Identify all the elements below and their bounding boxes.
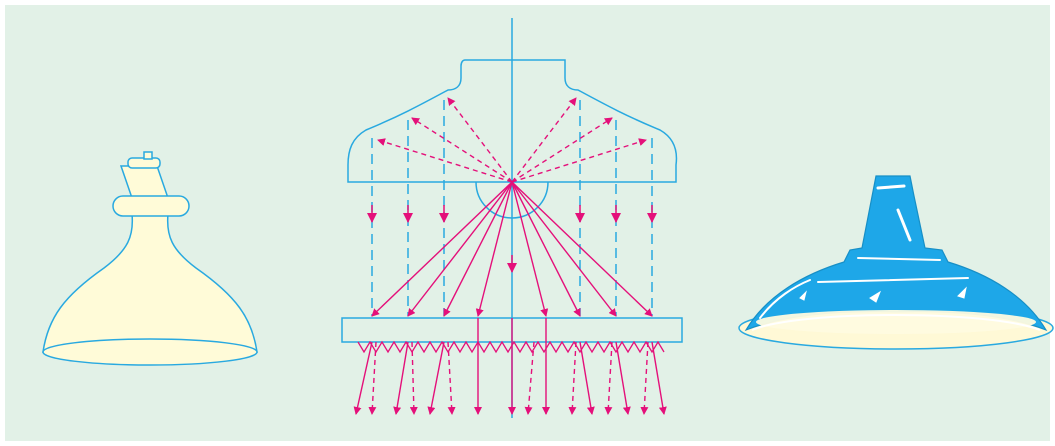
reflected-ray-arrows xyxy=(367,205,657,273)
figure-panel xyxy=(5,5,1054,441)
shade-highlights xyxy=(759,184,969,319)
refractor-prisms xyxy=(357,340,665,354)
shade-inner-rim xyxy=(751,314,1041,331)
lamp-tip xyxy=(143,151,153,160)
light-source-bowl xyxy=(475,181,549,219)
upward-rays xyxy=(377,97,647,183)
prismatic-reflector-refractor-diagram xyxy=(341,18,683,418)
enamelled-metal-shade xyxy=(738,175,1054,350)
shade-inner-glow xyxy=(756,310,1036,334)
lamp-collar xyxy=(112,195,190,217)
emergent-rays-solid xyxy=(353,318,667,415)
reflector-outline xyxy=(347,59,678,183)
shade-body xyxy=(744,175,1048,332)
lamp-body xyxy=(42,165,258,353)
lamp-mouth xyxy=(42,338,258,366)
emergent-rays-dashed xyxy=(368,341,649,415)
direct-rays xyxy=(371,181,653,317)
glass-bulb-reflector-lamp xyxy=(42,151,258,366)
